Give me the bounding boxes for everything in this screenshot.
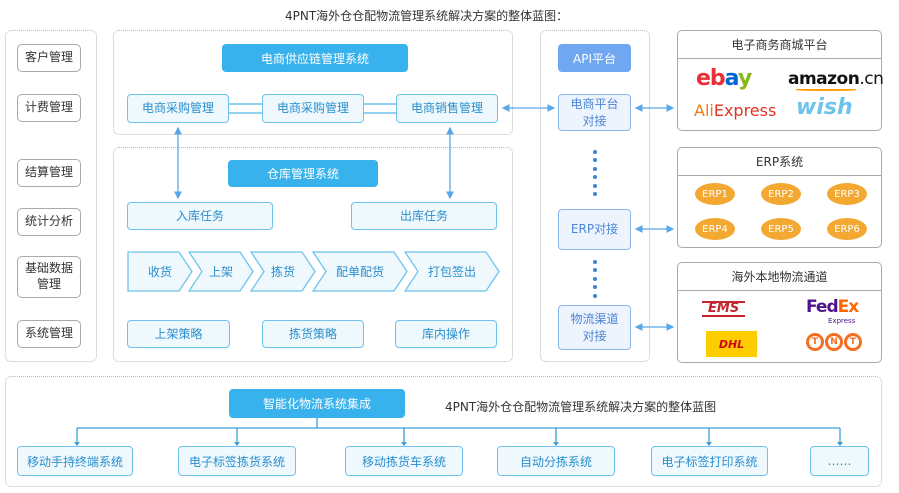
page-title: 4PNT海外仓仓配物流管理系统解决方案的整体蓝图： bbox=[285, 9, 569, 23]
wish-logo: wish bbox=[796, 95, 853, 120]
flow-step-allocate[interactable]: 配单配货 bbox=[312, 251, 408, 292]
purchase-management-2[interactable]: 电商采购管理 bbox=[262, 94, 364, 123]
api-platform-header[interactable]: API平台 bbox=[558, 44, 631, 72]
erp-item[interactable]: ERP1 bbox=[695, 183, 735, 205]
mobile-terminal-system[interactable]: 移动手持终端系统 bbox=[17, 446, 133, 476]
picking-strategy[interactable]: 拣货策略 bbox=[262, 320, 364, 348]
ems-logo: EMS bbox=[702, 301, 746, 317]
supply-chain-panel bbox=[113, 30, 513, 135]
aliexpress-logo: AliExpress bbox=[694, 101, 777, 120]
more-systems[interactable]: …… bbox=[810, 446, 869, 476]
warehouse-header[interactable]: 仓库管理系统 bbox=[228, 160, 378, 187]
ecommerce-header: 电子商务商城平台 bbox=[678, 31, 881, 59]
erp-systems-box: ERP系统 ERP1 ERP2 ERP3 ERP4 ERP5 ERP6 bbox=[677, 147, 882, 248]
supply-chain-header[interactable]: 电商供应链管理系统 bbox=[222, 44, 408, 72]
sales-management[interactable]: 电商销售管理 bbox=[396, 94, 498, 123]
erp-item[interactable]: ERP5 bbox=[761, 218, 801, 240]
mobile-picking-cart-system[interactable]: 移动拣货车系统 bbox=[345, 446, 463, 476]
flow-label: 上架 bbox=[208, 265, 233, 279]
auto-sorting-system[interactable]: 自动分拣系统 bbox=[497, 446, 615, 476]
flow-label: 收货 bbox=[147, 265, 172, 279]
api-logistics-connect[interactable]: 物流渠道对接 bbox=[558, 305, 631, 350]
erp-item[interactable]: ERP4 bbox=[695, 218, 735, 240]
left-menu-panel bbox=[5, 30, 97, 362]
menu-billing[interactable]: 计费管理 bbox=[17, 94, 81, 122]
fedex-logo: FedEx bbox=[806, 297, 859, 317]
inbound-task[interactable]: 入库任务 bbox=[127, 202, 273, 230]
flow-label: 配单配货 bbox=[335, 265, 384, 279]
putaway-strategy[interactable]: 上架策略 bbox=[127, 320, 230, 348]
amazon-logo: amazon.cn bbox=[788, 69, 884, 91]
e-label-printing-system[interactable]: 电子标签打印系统 bbox=[651, 446, 768, 476]
api-panel bbox=[540, 30, 650, 362]
fedex-express-label: Express bbox=[828, 317, 856, 325]
integration-caption: 4PNT海外仓仓配物流管理系统解决方案的整体蓝图 bbox=[445, 400, 717, 414]
api-ecommerce-connect[interactable]: 电商平台对接 bbox=[558, 94, 631, 131]
menu-base-data[interactable]: 基础数据管理 bbox=[17, 256, 81, 298]
outbound-task[interactable]: 出库任务 bbox=[351, 202, 497, 230]
e-label-picking-system[interactable]: 电子标签拣货系统 bbox=[178, 446, 296, 476]
integration-header[interactable]: 智能化物流系统集成 bbox=[229, 389, 405, 418]
erp-header: ERP系统 bbox=[678, 148, 881, 176]
warehouse-panel bbox=[113, 147, 513, 362]
api-erp-connect[interactable]: ERP对接 bbox=[558, 209, 631, 250]
menu-customer[interactable]: 客户管理 bbox=[17, 44, 81, 72]
flow-step-pack-ship[interactable]: 打包签出 bbox=[404, 251, 500, 292]
ecommerce-platforms-box: 电子商务商城平台 ebay amazon.cn AliExpress wish bbox=[677, 30, 884, 131]
purchase-management-1[interactable]: 电商采购管理 bbox=[127, 94, 229, 123]
flow-step-pick[interactable]: 拣货 bbox=[250, 251, 316, 292]
in-warehouse-operations[interactable]: 库内操作 bbox=[395, 320, 497, 348]
dhl-logo: DHL bbox=[706, 331, 757, 357]
erp-item[interactable]: ERP6 bbox=[827, 218, 867, 240]
flow-step-receive[interactable]: 收货 bbox=[127, 251, 193, 292]
menu-system[interactable]: 系统管理 bbox=[17, 320, 81, 348]
flow-step-putaway[interactable]: 上架 bbox=[188, 251, 254, 292]
logistics-header: 海外本地物流通道 bbox=[678, 263, 881, 291]
integration-panel bbox=[5, 376, 882, 487]
ebay-logo: ebay bbox=[696, 66, 752, 91]
flow-label: 拣货 bbox=[270, 265, 295, 279]
menu-statistics[interactable]: 统计分析 bbox=[17, 208, 81, 236]
erp-item[interactable]: ERP3 bbox=[827, 183, 867, 205]
erp-item[interactable]: ERP2 bbox=[761, 183, 801, 205]
flow-label: 打包签出 bbox=[427, 265, 476, 279]
menu-settlement[interactable]: 结算管理 bbox=[17, 159, 81, 187]
